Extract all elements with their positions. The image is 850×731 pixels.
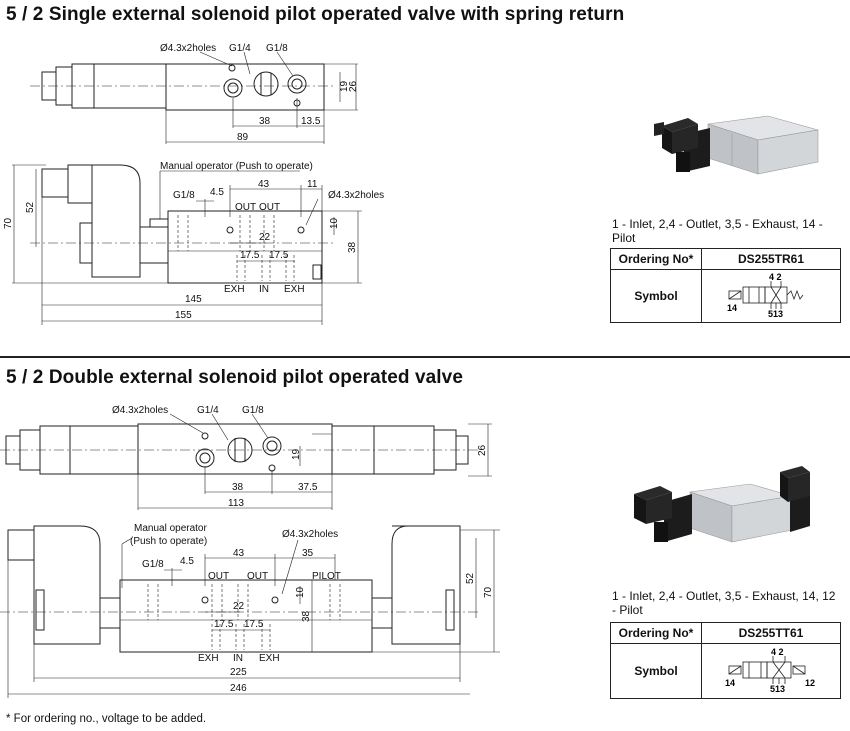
s1-side-dim-70: 70: [3, 217, 14, 229]
s1-side-dim-155: 155: [175, 310, 192, 321]
s1-top-holes-label: Ø4.3x2holes: [160, 43, 216, 54]
s1-symbol-top-label: 4 2: [769, 272, 782, 282]
s1-symbol-label: Symbol: [610, 269, 702, 323]
s2-side-g18-label: G1/8: [142, 559, 164, 570]
s2-top-dim-113: 113: [228, 498, 244, 509]
s2-top-holes-label: Ø4.3x2holes: [112, 405, 168, 416]
section2-top-view-drawing: Ø4.3x2holes G1/4 G1/8 19 26 38 37.5 113: [0, 405, 492, 510]
s1-top-dim-38: 38: [259, 116, 271, 127]
s1-ordering-label: Ordering No*: [610, 248, 702, 270]
section1-product-photo: [654, 115, 819, 175]
s2-symbol-label: Symbol: [610, 643, 702, 699]
footnote: * For ordering no., voltage to be added.: [6, 713, 207, 725]
section1-side-view-drawing: Manual operator (Push to operate) G1/8 4…: [3, 161, 384, 325]
section2-ordering-table: Ordering No* DS255TT61 Symbol: [610, 622, 841, 699]
s1-side-dim-22: 22: [259, 232, 271, 243]
s2-top-g14-label: G1/4: [197, 405, 219, 416]
s1-top-dim-13-5: 13.5: [301, 116, 321, 127]
s1-side-dim-43: 43: [258, 179, 270, 190]
section2-description: 1 - Inlet, 2,4 - Outlet, 3,5 - Exhaust, …: [612, 589, 836, 617]
s1-side-dim-17-5a: 17.5: [240, 250, 260, 261]
s2-side-holes-label: Ø4.3x2holes: [282, 529, 338, 540]
section-divider: [0, 356, 850, 358]
s1-top-dim-26: 26: [348, 80, 359, 92]
s2-top-g18-label: G1/8: [242, 405, 264, 416]
s1-top-g18-label: G1/8: [266, 43, 288, 54]
section1-description: 1 - Inlet, 2,4 - Outlet, 3,5 - Exhaust, …: [612, 217, 823, 245]
s2-side-dim-17-5a: 17.5: [214, 619, 234, 630]
section2-product-photo: [634, 466, 810, 543]
s2-side-dim-52: 52: [465, 572, 476, 584]
s1-ordering-value: DS255TR61: [701, 248, 841, 270]
s2-side-dim-70: 70: [483, 586, 494, 598]
s2-valve-symbol: 4 2 14 12 513: [725, 647, 815, 694]
s2-side-out2-label: OUT: [247, 571, 268, 582]
s2-top-dim-19: 19: [291, 448, 302, 460]
s2-symbol-top-label: 4 2: [771, 647, 784, 657]
s1-symbol-cell: 4 2 14 513: [701, 269, 841, 323]
s2-symbol-right-label: 12: [805, 678, 815, 688]
s1-top-g14-label: G1/4: [229, 43, 251, 54]
s1-side-dim-4-5: 4.5: [210, 187, 224, 198]
s2-top-dim-37-5: 37.5: [298, 482, 318, 493]
s1-side-g18-label: G1/8: [173, 190, 195, 201]
s2-side-exh1-label: EXH: [198, 653, 219, 664]
valve-body-side: [167, 210, 323, 284]
s2-side-dim-43: 43: [233, 548, 245, 559]
s1-top-dim-89: 89: [237, 132, 249, 143]
s2-side-dim-4-5: 4.5: [180, 556, 194, 567]
s2-side-dim-22: 22: [233, 601, 245, 612]
s1-side-dim-145: 145: [185, 294, 202, 305]
s2-ordering-value: DS255TT61: [701, 622, 841, 644]
s1-side-out2-label: OUT: [259, 202, 280, 213]
s2-side-pilot-label: PILOT: [312, 571, 341, 582]
s1-side-exh1-label: EXH: [224, 284, 245, 295]
s2-symbol-cell: 4 2 14 12 513: [701, 643, 841, 699]
s2-top-dim-38: 38: [232, 482, 244, 493]
s1-symbol-bottom-label: 513: [768, 309, 783, 319]
section2-side-view-drawing: Manual operator (Push to operate) Ø4.3x2…: [0, 523, 500, 698]
s1-side-in-label: IN: [259, 284, 269, 295]
s1-symbol-left-label: 14: [727, 303, 737, 313]
s1-side-dim-38: 38: [347, 241, 358, 253]
section1-title: 5 / 2 Single external solenoid pilot ope…: [6, 4, 625, 25]
s1-valve-symbol: 4 2 14 513: [727, 272, 804, 319]
s2-ordering-label: Ordering No*: [610, 622, 702, 644]
s2-side-dim-10: 10: [295, 586, 306, 598]
s2-side-in-label: IN: [233, 653, 243, 664]
section1-ordering-table: Ordering No* DS255TR61 Symbol: [610, 248, 841, 323]
s1-side-dim-52: 52: [25, 201, 36, 213]
s1-side-out1-label: OUT: [235, 202, 256, 213]
s1-side-dim-11: 11: [307, 179, 318, 190]
s2-side-dim-35: 35: [302, 548, 314, 559]
valve-body-top: [165, 63, 325, 111]
s2-side-out1-label: OUT: [208, 571, 229, 582]
s2-manual-operator-line1: Manual operator: [134, 523, 207, 534]
s2-side-dim-17-5b: 17.5: [244, 619, 264, 630]
s1-top-dim-19: 19: [339, 80, 350, 92]
s1-manual-operator-label: Manual operator (Push to operate): [160, 161, 313, 172]
s1-side-exh2-label: EXH: [284, 284, 305, 295]
section1-top-view-drawing: Ø4.3x2holes G1/4 G1/8 19 26 38 13.5 89: [30, 43, 359, 144]
section2-title: 5 / 2 Double external solenoid pilot ope…: [6, 367, 463, 388]
s1-side-dim-10: 10: [329, 217, 340, 229]
s2-side-dim-38: 38: [301, 610, 312, 622]
s2-symbol-left-label: 14: [725, 678, 735, 688]
s2-top-dim-26: 26: [477, 444, 488, 456]
s2-side-dim-225: 225: [230, 667, 247, 678]
s2-manual-operator-line2: (Push to operate): [130, 536, 207, 547]
s1-side-dim-17-5b: 17.5: [269, 250, 289, 261]
s1-side-holes-label: Ø4.3x2holes: [328, 190, 384, 201]
s2-side-dim-246: 246: [230, 683, 247, 694]
s2-side-exh2-label: EXH: [259, 653, 280, 664]
s2-symbol-bottom-label: 513: [770, 684, 785, 694]
